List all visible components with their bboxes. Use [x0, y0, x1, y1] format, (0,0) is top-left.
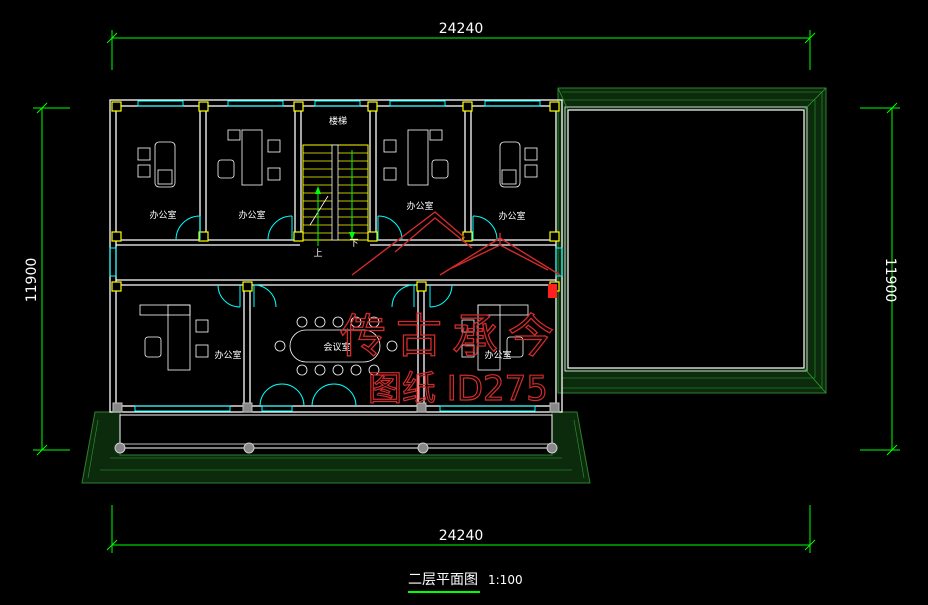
dimension-top-width: 24240 — [439, 21, 484, 37]
veranda — [81, 411, 591, 484]
base-columns — [112, 402, 560, 413]
watermark-drawing-id: 图纸 ID275 — [368, 369, 548, 409]
office-furniture — [137, 129, 538, 376]
watermark-brand-text: 传古承今 — [340, 309, 564, 363]
dimension-lines — [33, 30, 900, 553]
room-label-office-5: 办公室 — [214, 349, 241, 361]
drawing-scale: 1:100 — [488, 573, 523, 587]
red-column-marker — [548, 284, 557, 298]
room-label-meeting-room: 会议室 — [323, 341, 350, 353]
doors — [175, 215, 498, 407]
dimension-bottom-width: 24240 — [439, 528, 484, 544]
watermark: 传古承今 图纸 ID275 — [339, 211, 564, 410]
watermark-roof-logo — [351, 211, 561, 276]
room-label-office-1: 办公室 — [149, 209, 176, 221]
drawing-title: 二层平面图 — [408, 572, 478, 588]
staircase — [302, 144, 369, 246]
room-label-office-4: 办公室 — [498, 210, 525, 222]
dimension-right-depth: 11900 — [882, 258, 898, 303]
room-label-office-3: 办公室 — [406, 200, 433, 212]
room-label-office-6: 办公室 — [484, 349, 511, 361]
roof-terrace — [557, 87, 827, 394]
stair-label-down: 下 — [349, 239, 358, 249]
windows — [109, 100, 563, 412]
room-label-stairwell: 楼梯 — [329, 115, 347, 127]
room-label-office-2: 办公室 — [238, 209, 265, 221]
stair-label-up: 上 — [313, 248, 322, 259]
dimension-left-depth: 11900 — [24, 258, 40, 303]
